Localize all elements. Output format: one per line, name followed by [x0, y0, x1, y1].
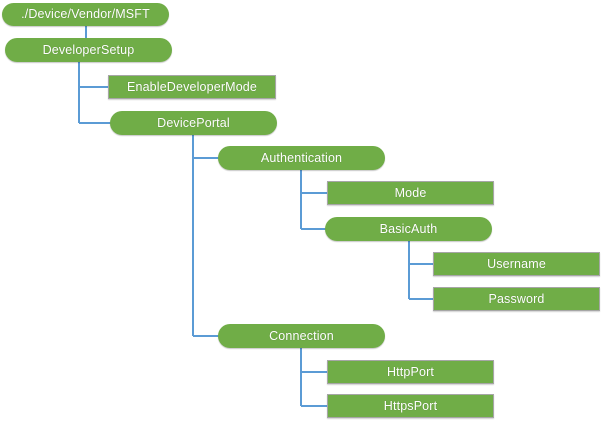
node-connection[interactable]: Connection: [218, 324, 385, 348]
node-connection-label: Connection: [269, 328, 334, 343]
node-http-port-label: HttpPort: [386, 364, 435, 379]
node-https-port[interactable]: HttpsPort: [327, 394, 494, 418]
node-http-port[interactable]: HttpPort: [327, 360, 494, 384]
node-device-portal-label: DevicePortal: [157, 115, 230, 130]
node-basic-auth[interactable]: BasicAuth: [325, 217, 492, 241]
node-authentication-label: Authentication: [260, 150, 343, 165]
node-authentication[interactable]: Authentication: [218, 146, 385, 170]
node-username-label: Username: [487, 256, 546, 271]
node-device-portal[interactable]: DevicePortal: [110, 111, 277, 135]
node-developer-setup-label: DeveloperSetup: [42, 42, 135, 57]
node-enable-developer-mode[interactable]: EnableDeveloperMode: [108, 75, 276, 99]
node-mode-label: Mode: [394, 185, 427, 200]
node-mode[interactable]: Mode: [327, 181, 494, 205]
node-password-label: Password: [488, 291, 545, 306]
node-https-port-label: HttpsPort: [383, 398, 438, 413]
node-password[interactable]: Password: [433, 287, 600, 311]
node-root[interactable]: ./Device/Vendor/MSFT: [2, 3, 169, 26]
node-username[interactable]: Username: [433, 252, 600, 276]
node-root-label: ./Device/Vendor/MSFT: [21, 7, 150, 22]
node-developer-setup[interactable]: DeveloperSetup: [5, 38, 172, 62]
node-enable-developer-mode-label: EnableDeveloperMode: [126, 79, 258, 94]
node-basic-auth-label: BasicAuth: [379, 221, 438, 236]
